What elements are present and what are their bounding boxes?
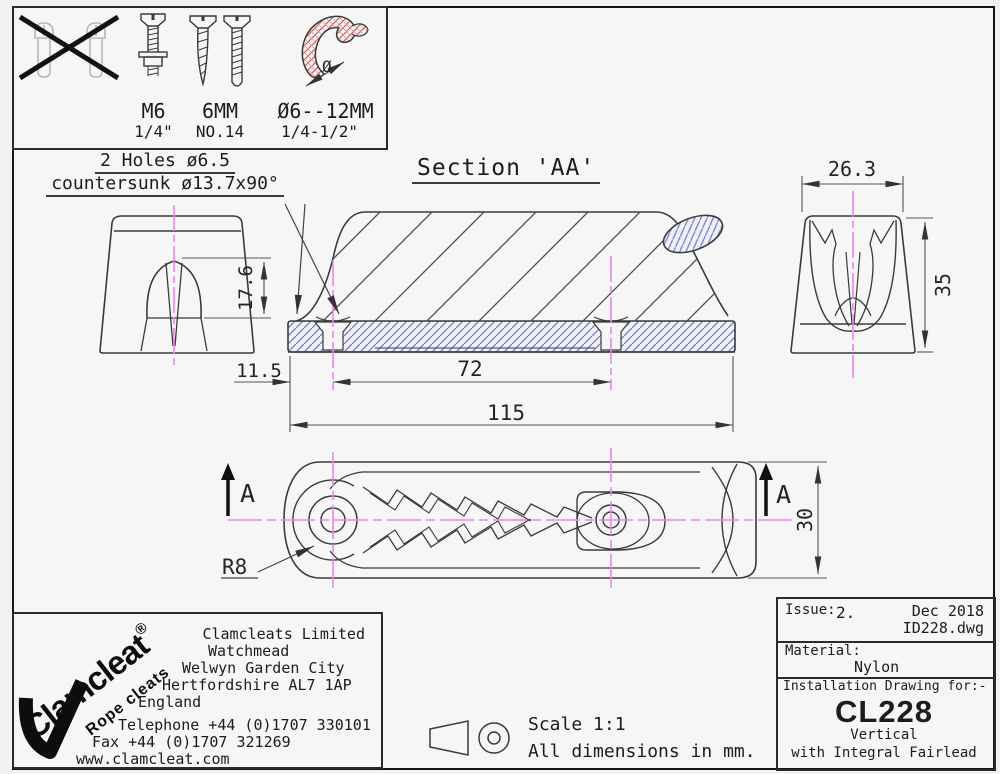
issue-value: 2. (836, 603, 856, 622)
dim-30: 30 (793, 508, 817, 532)
dim-26-3: 26.3 (828, 157, 876, 181)
plan-dimension-30 (748, 461, 827, 579)
fastener-guide-box (12, 6, 388, 150)
fastener-label-rope: Ø6--12MM (277, 99, 374, 123)
title-block (776, 597, 996, 771)
material-value: Nylon (854, 658, 900, 676)
issue-date: Dec 2018 (911, 602, 984, 620)
company-phone: Telephone +44 (0)1707 330101 (118, 716, 371, 734)
note-leaders (284, 203, 340, 315)
left-end-view (99, 215, 255, 354)
variant-line1: Vertical (850, 727, 918, 743)
dim-17-6: 17.6 (235, 265, 257, 311)
fastener-label-6mm: 6MM (201, 99, 239, 123)
fairlead-section-ellipse (662, 214, 724, 254)
section-arrow-left (221, 463, 235, 516)
company-name: Clamcleats Limited (202, 625, 365, 643)
company-address-3: Hertfordshire AL7 1AP (162, 676, 352, 694)
section-arrow-label-left: A (240, 479, 255, 508)
countersink-right (591, 321, 631, 351)
units-note: All dimensions in mm. (528, 741, 756, 762)
company-website: www.clamcleat.com (76, 750, 230, 768)
radius-callout (221, 545, 315, 579)
drawing-file: ID228.dwg (902, 619, 984, 637)
third-angle-projection-icon (429, 720, 510, 756)
base-section-hatched (287, 320, 736, 353)
issue-label: Issue: (785, 602, 836, 618)
title-block-divider-2 (778, 677, 994, 679)
company-address-1: Watchmead (208, 642, 290, 660)
rope-diameter-symbol: Ø (322, 57, 332, 76)
holes-note-line2: countersunk ø13.7x90° (46, 173, 284, 197)
dim-35: 35 (931, 273, 955, 297)
holes-note-line1: 2 Holes ø6.5 (94, 150, 236, 174)
section-dimensions (234, 356, 734, 432)
fastener-sublabel-quarter: 1/4" (134, 122, 173, 141)
company-box (12, 612, 383, 769)
holes-note: 2 Holes ø6.5 countersunk ø13.7x90° (40, 150, 290, 197)
company-info: Clamcleats Limited Watchmead Welwyn Gard… (12, 612, 379, 768)
dim-r8: R8 (222, 555, 247, 579)
section-arrow-label-right: A (776, 480, 791, 509)
title-block-content: Issue: 2. Dec 2018 ID228.dwg Material: N… (776, 597, 992, 767)
logo-hook-icon (18, 679, 89, 759)
dim-72: 72 (457, 357, 482, 381)
no-round-screws-icon (18, 14, 120, 81)
company-fax: Fax +44 (0)1707 321269 (92, 733, 291, 751)
left-view-dimension (182, 257, 271, 319)
rope-icon (301, 15, 369, 87)
section-centerlines (332, 256, 612, 390)
fastener-label-m6: M6 (141, 99, 166, 123)
scale-note: Scale 1:1 (528, 714, 626, 735)
dim-115: 115 (487, 401, 525, 425)
company-address-2: Welwyn Garden City (182, 659, 345, 677)
body-outline (295, 211, 729, 322)
right-view-dimensions (801, 176, 933, 353)
material-label: Material: (785, 643, 861, 659)
variant-line2: with Integral Fairlead (791, 745, 977, 761)
part-number: CL228 (834, 694, 934, 729)
machine-screw-icon (138, 13, 168, 76)
fastener-sublabel-rope: 1/4-1/2" (280, 122, 359, 141)
dim-11-5: 11.5 (236, 360, 282, 382)
right-end-view (790, 215, 916, 354)
drawing-for-label: Installation Drawing for:- (783, 679, 987, 694)
company-address-4: England (138, 693, 202, 711)
plan-centerlines (228, 448, 792, 592)
wood-screw-icon (189, 15, 251, 87)
title-block-divider-1 (778, 641, 994, 643)
section-title: Section 'AA' (412, 155, 601, 184)
section-view (287, 211, 736, 353)
fastener-sublabel-no14: NO.14 (195, 122, 245, 141)
section-arrow-right (759, 463, 773, 516)
